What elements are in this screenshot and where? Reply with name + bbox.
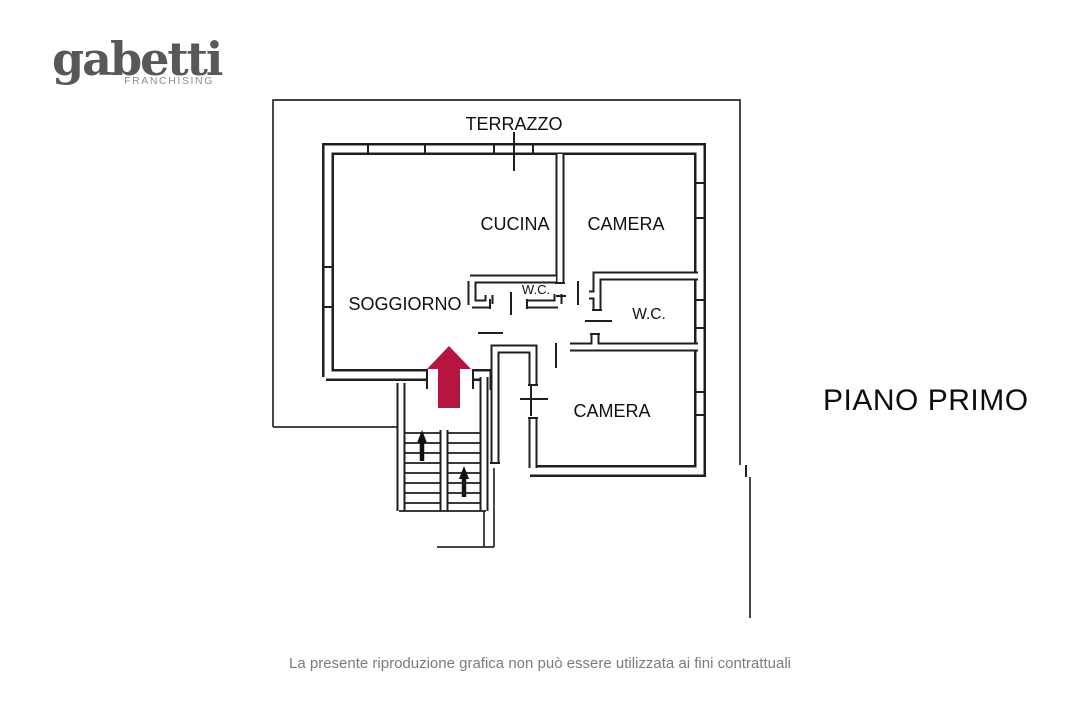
gabetti-logo: gabetti FRANCHISING bbox=[52, 32, 223, 87]
partition-walls-inner bbox=[398, 154, 698, 511]
label-cucina: CUCINA bbox=[480, 214, 549, 234]
label-wc-right: W.C. bbox=[632, 306, 666, 323]
label-camera-bottom: CAMERA bbox=[573, 401, 650, 421]
label-camera-top: CAMERA bbox=[587, 214, 664, 234]
logo-franchising-text: FRANCHISING bbox=[124, 75, 214, 87]
footer-disclaimer: La presente riproduzione grafica non può… bbox=[289, 655, 791, 672]
label-wc-small: W.C. bbox=[522, 282, 550, 297]
stair-direction-arrows bbox=[417, 430, 469, 497]
stair-arrow-head-right bbox=[459, 466, 469, 479]
label-terrazzo: TERRAZZO bbox=[466, 114, 563, 134]
logo-brand-text: gabetti bbox=[52, 32, 223, 86]
stair-arrow-head-left bbox=[417, 430, 427, 443]
entrance-arrow-icon bbox=[427, 346, 471, 408]
window-ticks-and-caps bbox=[322, 132, 747, 477]
door-marks bbox=[478, 281, 612, 416]
terrace-boundary-lines bbox=[272, 99, 751, 618]
floor-title: PIANO PRIMO bbox=[823, 384, 1029, 417]
label-soggiorno: SOGGIORNO bbox=[348, 294, 461, 314]
